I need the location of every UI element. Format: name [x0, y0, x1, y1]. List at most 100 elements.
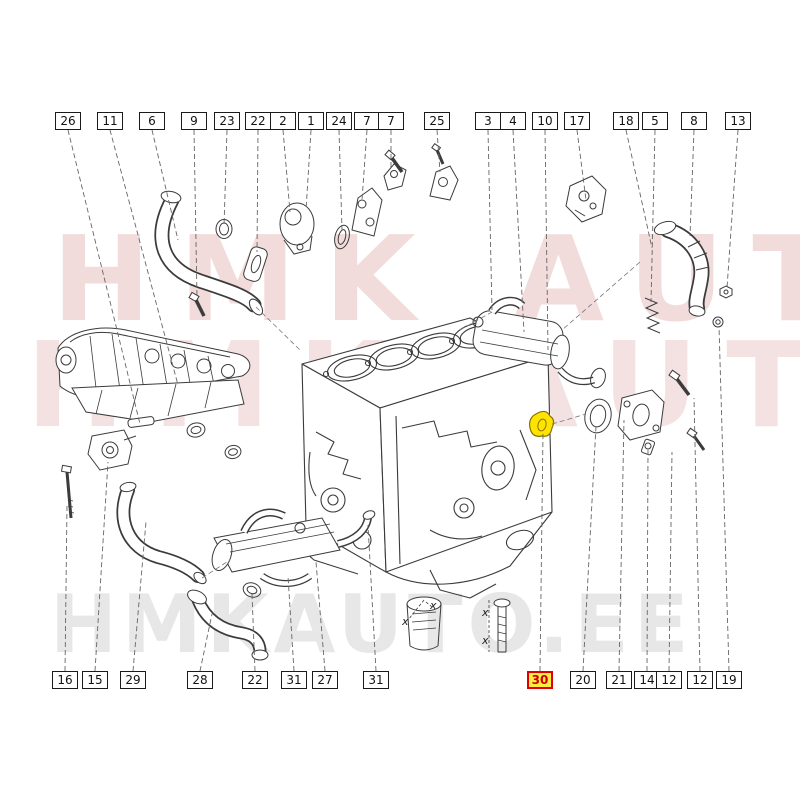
- egr-tube-31: [259, 573, 313, 587]
- callout-29[interactable]: 29: [120, 671, 146, 689]
- spring-5: [644, 297, 661, 334]
- bolt-top-7: [384, 149, 404, 174]
- leader-line-12: [693, 397, 701, 672]
- callout-24[interactable]: 24: [326, 112, 352, 130]
- callout-22[interactable]: 22: [242, 671, 268, 689]
- intake-manifold-11-26: [55, 327, 251, 423]
- callout-28[interactable]: 28: [187, 671, 213, 689]
- leader-line-21: [618, 419, 625, 672]
- callout-22[interactable]: 22: [245, 112, 271, 130]
- leader-line-28: [199, 613, 213, 672]
- callout-9[interactable]: 9: [181, 112, 207, 130]
- torque-legend: [406, 596, 511, 653]
- leader-line-11: [109, 129, 179, 386]
- leader-line-18: [625, 129, 653, 249]
- egr-cooler-3-4-10: [472, 296, 606, 389]
- callout-16[interactable]: 16: [52, 671, 78, 689]
- leader-line-27: [315, 561, 326, 672]
- gasket-24: [334, 224, 350, 250]
- leader-line-9: [193, 129, 198, 299]
- leader-lines: [64, 129, 739, 672]
- coolant-hose-29: [116, 481, 207, 585]
- callout-21[interactable]: 21: [606, 671, 632, 689]
- callout-15[interactable]: 15: [82, 671, 108, 689]
- callout-2[interactable]: 2: [270, 112, 296, 130]
- leader-line-24: [338, 129, 343, 231]
- callout-5[interactable]: 5: [642, 112, 668, 130]
- callout-10[interactable]: 10: [532, 112, 558, 130]
- elbow-pipe-8-18: [653, 220, 710, 317]
- leader-line-3: [487, 129, 493, 311]
- leader-line-17: [576, 129, 587, 201]
- torque-x-mark: x: [429, 599, 437, 612]
- nut-13: [719, 285, 733, 299]
- leader-line-25: [436, 129, 441, 173]
- gasket-rings-mid: [186, 422, 242, 460]
- leader-line-2: [282, 129, 291, 213]
- leader-line-19: [718, 325, 730, 672]
- leader-line-7: [361, 129, 368, 201]
- leader-line-31: [367, 524, 377, 672]
- gasket-22b: [242, 582, 262, 598]
- gasket-20: [584, 398, 612, 434]
- torque-x-mark: x: [481, 634, 489, 647]
- leader-line-22: [251, 593, 256, 672]
- leader-line-22: [256, 129, 259, 253]
- downpipe-28: [187, 589, 269, 661]
- leader-line-6: [151, 129, 179, 241]
- torque-x-mark: x: [481, 606, 489, 619]
- callout-20[interactable]: 20: [570, 671, 596, 689]
- highlighted-part: [529, 410, 555, 437]
- bracket-17: [565, 175, 607, 223]
- callout-27[interactable]: 27: [312, 671, 338, 689]
- callout-7[interactable]: 7: [378, 112, 404, 130]
- callout-3[interactable]: 3: [475, 112, 501, 130]
- seal-26: [127, 416, 155, 428]
- bolt-16: [60, 464, 75, 519]
- bolt-9: [188, 291, 206, 317]
- callout-18[interactable]: 18: [613, 112, 639, 130]
- torque-x-mark: x: [401, 615, 409, 628]
- leader-line-16: [64, 504, 68, 672]
- gasket-plate-22: [243, 246, 268, 282]
- assembly-dash-lines: [201, 261, 641, 579]
- flange-21: [617, 389, 665, 441]
- callout-17[interactable]: 17: [564, 112, 590, 130]
- gasket-30: [529, 410, 555, 437]
- egr-pipe-upper-6: [154, 190, 264, 316]
- callout-14[interactable]: 14: [634, 671, 660, 689]
- leader-line-26: [67, 129, 141, 425]
- callout-4[interactable]: 4: [500, 112, 526, 130]
- leader-line-20: [582, 425, 597, 672]
- leader-line-5: [650, 129, 656, 303]
- callout-11[interactable]: 11: [97, 112, 123, 130]
- flange-pipe-7: [351, 163, 407, 237]
- callout-26[interactable]: 26: [55, 112, 81, 130]
- callout-23[interactable]: 23: [214, 112, 240, 130]
- leader-line-23: [223, 129, 228, 227]
- bolt-12a: [668, 369, 691, 397]
- callout-1[interactable]: 1: [298, 112, 324, 130]
- egr-cooler-lower-27: [211, 508, 376, 573]
- leader-line-8: [689, 129, 695, 237]
- callout-13[interactable]: 13: [725, 112, 751, 130]
- bracket-25: [429, 142, 459, 201]
- watermark-bottom: HMKAUTO.EE: [50, 578, 694, 671]
- leader-line-13: [726, 129, 739, 289]
- callout-12[interactable]: 12: [656, 671, 682, 689]
- callout-6[interactable]: 6: [139, 112, 165, 130]
- callout-12[interactable]: 12: [687, 671, 713, 689]
- washer-19: [712, 316, 724, 328]
- callout-8[interactable]: 8: [681, 112, 707, 130]
- sensor-14: [640, 438, 656, 456]
- callout-25[interactable]: 25: [424, 112, 450, 130]
- callout-19[interactable]: 19: [716, 671, 742, 689]
- callout-30[interactable]: 30: [527, 671, 553, 689]
- callout-7[interactable]: 7: [354, 112, 380, 130]
- leader-line-1: [305, 129, 312, 211]
- leader-line-15: [94, 461, 109, 672]
- callout-31[interactable]: 31: [363, 671, 389, 689]
- callout-31[interactable]: 31: [281, 671, 307, 689]
